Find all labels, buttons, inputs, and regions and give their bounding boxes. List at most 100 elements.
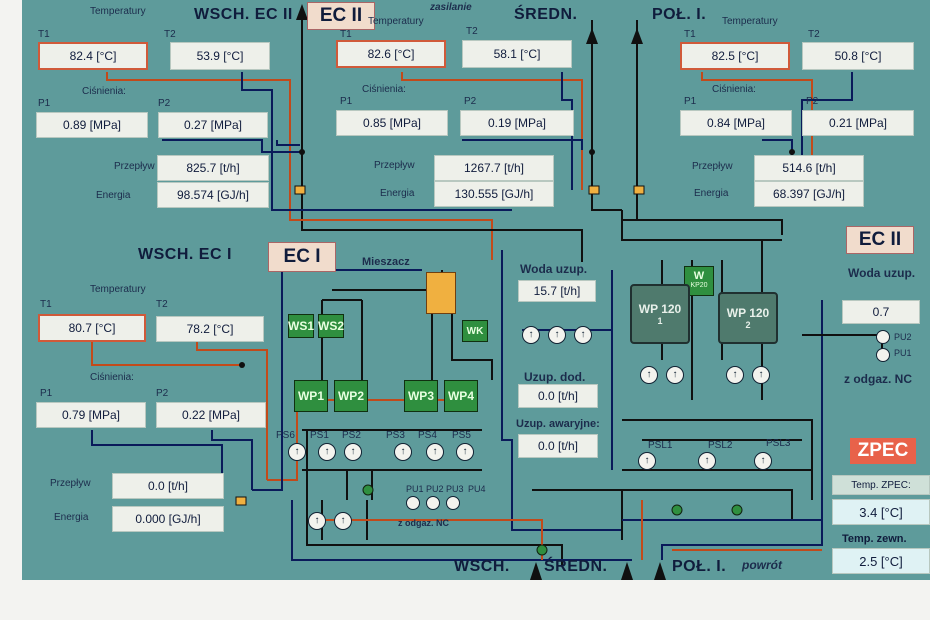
pump-icon[interactable]: ↑ bbox=[666, 366, 684, 384]
srednie-pressure-label: Ciśnienia: bbox=[362, 84, 406, 95]
valve-pol-icon bbox=[633, 185, 645, 195]
ec2-pressure-label: Ciśnienia: bbox=[82, 86, 126, 97]
arrow-supply-srednie-icon bbox=[586, 28, 598, 44]
ps-label: PS4 bbox=[418, 430, 437, 441]
ec1-p1-value: 0.79 [MPa] bbox=[36, 402, 146, 428]
pump-icon[interactable]: ↑ bbox=[548, 326, 566, 344]
wp4-unit[interactable]: WP4 bbox=[444, 380, 478, 412]
pol-energy-label: Energia bbox=[694, 188, 729, 199]
pump-icon[interactable] bbox=[876, 330, 890, 344]
pump-icon[interactable]: ↑ bbox=[456, 443, 474, 461]
mixer-tank bbox=[426, 272, 456, 314]
pump-icon[interactable]: ↑ bbox=[726, 366, 744, 384]
pump-icon[interactable]: ↑ bbox=[698, 452, 716, 470]
pol-t2-label: T2 bbox=[808, 29, 820, 40]
ec1-energy-value: 0.000 [GJ/h] bbox=[112, 506, 224, 532]
bottom-wsch-label: WSCH. bbox=[454, 558, 510, 575]
pump-icon[interactable] bbox=[426, 496, 440, 510]
ec1-t1-value: 80.7 [°C] bbox=[38, 314, 146, 342]
ps-label: PS2 bbox=[342, 430, 361, 441]
wk-unit[interactable]: WK bbox=[462, 320, 488, 342]
wp1-unit[interactable]: WP1 bbox=[294, 380, 328, 412]
pump-icon[interactable]: ↑ bbox=[754, 452, 772, 470]
srednie-temp-label: Temperatury bbox=[368, 16, 424, 27]
ec2-right-pu-label: PU1 bbox=[894, 348, 912, 358]
pol-header: POŁ. I. bbox=[652, 6, 707, 23]
wp120-2-unit[interactable]: WP 120 2 bbox=[718, 292, 778, 344]
pump-icon[interactable] bbox=[406, 496, 420, 510]
arrow-supply-pol-icon bbox=[631, 28, 643, 44]
pump-icon[interactable]: ↑ bbox=[394, 443, 412, 461]
ec2-right-woda-value: 0.7 bbox=[842, 300, 920, 324]
wp3-unit[interactable]: WP3 bbox=[404, 380, 438, 412]
pump-icon[interactable]: ↑ bbox=[426, 443, 444, 461]
ec1-t2-label: T2 bbox=[156, 299, 168, 310]
pu-label: PU1 bbox=[406, 484, 424, 494]
srednie-p2-label: P2 bbox=[464, 96, 477, 107]
odgaz-nc-label: z odgaz. NC bbox=[398, 518, 449, 528]
ec1-temp-label: Temperatury bbox=[90, 284, 146, 295]
ec2-p1-value: 0.89 [MPa] bbox=[36, 112, 148, 138]
pol-t1-label: T1 bbox=[684, 29, 696, 40]
ec2-energy-value: 98.574 [GJ/h] bbox=[157, 182, 269, 208]
pu-label: PU2 bbox=[426, 484, 444, 494]
ps-label: PS3 bbox=[386, 430, 405, 441]
pol-pressure-label: Ciśnienia: bbox=[712, 84, 756, 95]
ec2-temp-label: Temperatury bbox=[90, 6, 146, 17]
pump-icon[interactable]: ↑ bbox=[318, 443, 336, 461]
arrow-supply-ec2-icon bbox=[296, 4, 308, 20]
pol-flow-label: Przepływ bbox=[692, 161, 733, 172]
pump-icon[interactable]: ↑ bbox=[640, 366, 658, 384]
ws1-unit[interactable]: WS1 bbox=[288, 314, 314, 338]
srednie-t1-value: 82.6 [°C] bbox=[336, 40, 446, 68]
zpec-temp-value: 3.4 [°C] bbox=[832, 499, 930, 525]
zpec-temp-label: Temp. ZPEC: bbox=[832, 475, 930, 495]
psl-label: PSL3 bbox=[766, 438, 791, 449]
pu-label: PU4 bbox=[468, 484, 486, 494]
pump-icon[interactable]: ↑ bbox=[288, 443, 306, 461]
wp2-unit[interactable]: WP2 bbox=[334, 380, 368, 412]
woda-uzup-value: 15.7 [t/h] bbox=[518, 280, 596, 302]
pol-flow-value: 514.6 [t/h] bbox=[754, 155, 864, 181]
ec1-p2-label: P2 bbox=[156, 388, 169, 399]
valve-ec2-icon bbox=[294, 185, 306, 195]
pump-icon[interactable]: ↑ bbox=[574, 326, 592, 344]
ec2-flow-value: 825.7 [t/h] bbox=[157, 155, 269, 181]
pump-icon[interactable] bbox=[876, 348, 890, 362]
ec1-header: WSCH. EC I bbox=[138, 246, 232, 263]
pump-icon[interactable]: ↑ bbox=[752, 366, 770, 384]
pol-t2-value: 50.8 [°C] bbox=[802, 42, 914, 70]
pump-icon[interactable]: ↑ bbox=[334, 512, 352, 530]
bottom-pol-label: POŁ. I. bbox=[672, 558, 727, 575]
pol-p2-value: 0.21 [MPa] bbox=[802, 110, 914, 136]
pipe-ec2-t1 bbox=[106, 72, 291, 190]
ec1-t1-label: T1 bbox=[40, 299, 52, 310]
pol-p1-label: P1 bbox=[684, 96, 697, 107]
mixer-label: Mieszacz bbox=[362, 256, 410, 268]
w-kp20-label: W bbox=[693, 270, 705, 282]
ec1-flow-value: 0.0 [t/h] bbox=[112, 473, 224, 499]
pol-t1-value: 82.5 [°C] bbox=[680, 42, 790, 70]
wp120-2-label: WP 120 bbox=[726, 306, 770, 320]
pol-temp-label: Temperatury bbox=[722, 16, 778, 27]
pump-icon[interactable]: ↑ bbox=[308, 512, 326, 530]
pump-icon[interactable]: ↑ bbox=[522, 326, 540, 344]
pump-icon[interactable]: ↑ bbox=[638, 452, 656, 470]
ec1-tag: EC I bbox=[268, 242, 336, 272]
ec2-p2-value: 0.27 [MPa] bbox=[158, 112, 268, 138]
srednie-flow-value: 1267.7 [t/h] bbox=[434, 155, 554, 181]
zpec-zewn-value: 2.5 [°C] bbox=[832, 548, 930, 574]
return-label: powrót bbox=[742, 558, 782, 572]
w-kp20-sub: KP20 bbox=[690, 282, 708, 289]
pump-icon[interactable] bbox=[446, 496, 460, 510]
wp120-1-unit[interactable]: WP 120 1 bbox=[630, 284, 690, 344]
ps-label: PS1 bbox=[310, 430, 329, 441]
valve-ec1-icon bbox=[235, 496, 247, 506]
pol-energy-value: 68.397 [GJ/h] bbox=[754, 181, 864, 207]
zpec-tag: ZPEC bbox=[850, 438, 916, 464]
pump-icon[interactable]: ↑ bbox=[344, 443, 362, 461]
srednie-t1-label: T1 bbox=[340, 29, 352, 40]
bottom-sredn-label: ŚREDN. bbox=[544, 558, 608, 575]
uzup-awaryjne-value: 0.0 [t/h] bbox=[518, 434, 598, 458]
ws2-unit[interactable]: WS2 bbox=[318, 314, 344, 338]
